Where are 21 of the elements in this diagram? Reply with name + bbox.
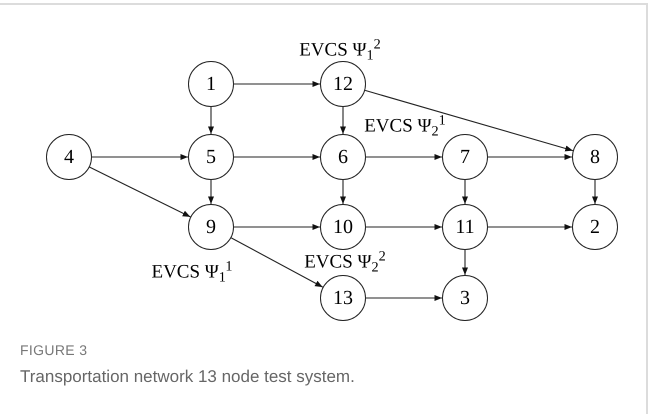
- arrow: [488, 154, 572, 160]
- arrow: [234, 224, 320, 230]
- arrow: [92, 154, 188, 160]
- arrow: [234, 154, 320, 160]
- arrow: [366, 224, 442, 230]
- arrow: [231, 237, 323, 288]
- arrow: [592, 180, 598, 204]
- arrow: [208, 180, 214, 204]
- arrow: [462, 250, 468, 275]
- arrow: [89, 166, 191, 218]
- arrow: [366, 294, 442, 302]
- caption: Transportation network 13 node test system.: [20, 366, 355, 388]
- figure-label: FIGURE 3: [20, 341, 88, 360]
- arrow: [366, 154, 442, 160]
- arrow: [462, 180, 468, 204]
- arrow: [364, 90, 574, 152]
- arrow: [488, 224, 572, 230]
- arrow: [340, 180, 346, 204]
- arrow: [234, 80, 320, 88]
- arrow: [340, 107, 346, 134]
- arrow: [208, 107, 214, 134]
